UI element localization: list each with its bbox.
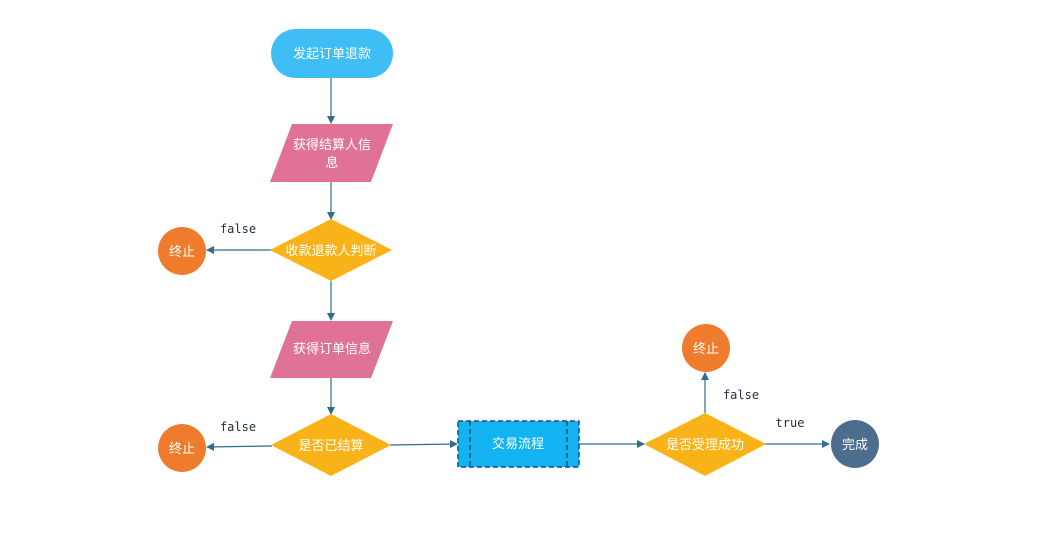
get-settler-info-node[interactable]: 获得结算人信 息 (270, 124, 393, 182)
transaction-process-label: 交易流程 (492, 436, 544, 452)
judge-refundee-decision[interactable]: 收款退款人判断 (270, 219, 392, 281)
start-node-label: 发起订单退款 (293, 46, 371, 62)
stop-node-3-label: 终止 (693, 341, 719, 357)
is-accepted-decision[interactable]: 是否受理成功 (644, 413, 766, 476)
is-accepted-label: 是否受理成功 (666, 438, 744, 453)
stop-node-1-label: 终止 (169, 244, 195, 260)
stop-node-2-label: 终止 (169, 441, 195, 457)
get-order-info-label: 获得订单信息 (293, 341, 371, 357)
stop-node-3[interactable]: 终止 (682, 324, 730, 372)
get-order-info-node[interactable]: 获得订单信息 (270, 321, 393, 378)
get-settler-info-label-line2: 息 (325, 155, 338, 171)
judge-refundee-label: 收款退款人判断 (285, 244, 376, 259)
edge-label-judge-false: false (220, 222, 256, 236)
done-node[interactable]: 完成 (831, 420, 879, 468)
stop-node-1[interactable]: 终止 (158, 227, 206, 275)
edge-label-accepted-false: false (723, 388, 759, 402)
stop-node-2[interactable]: 终止 (158, 424, 206, 472)
transaction-process-node[interactable]: 交易流程 (457, 420, 580, 468)
done-node-label: 完成 (842, 438, 868, 453)
is-settled-label: 是否已结算 (298, 439, 363, 454)
get-settler-info-label-line1: 获得结算人信 (293, 137, 371, 153)
edge-is-settled-to-transaction (389, 440, 458, 449)
is-settled-decision[interactable]: 是否已结算 (271, 414, 391, 476)
edge-label-settled-false: false (220, 420, 256, 434)
edges (206, 78, 830, 451)
start-node[interactable]: 发起订单退款 (271, 29, 393, 78)
edge-is-settled-to-stop-2 (206, 442, 273, 451)
edge-label-accepted-true: true (776, 416, 805, 430)
